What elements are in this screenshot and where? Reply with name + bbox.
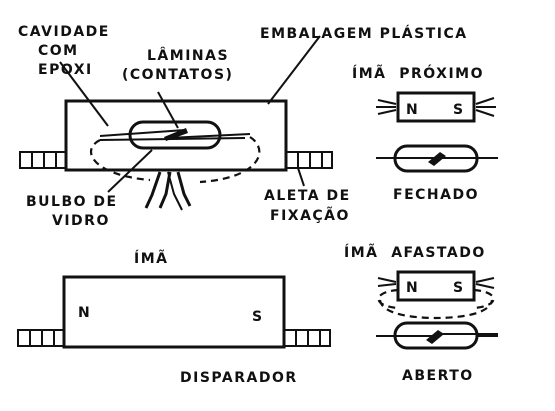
magnet-far: N S [377,270,495,320]
trigger-magnet: N S [17,275,331,349]
fixing-tab-left [19,151,67,169]
magnet-far-pole-s: S [453,280,465,296]
magnet-near: N S [376,91,496,123]
label-vidro: VIDRO [52,213,110,229]
leader-cavidade [59,61,109,127]
reed-closed [376,144,498,173]
trigger-pole-s: S [252,309,264,325]
magnet-near-body [396,91,476,123]
plastic-body [64,99,288,172]
label-embalagem: EMBALAGEM PLÁSTICA [260,25,468,42]
reed-contact [164,128,188,141]
leader-aleta [297,167,305,187]
lead-dashed-left [89,139,151,182]
reed-blade-right [167,133,251,139]
magnet-near-pole-s: S [453,102,465,118]
label-bulbo: BULBO DE [26,194,118,210]
leader-bulbo [107,149,153,193]
reed-blade-left [99,129,186,137]
label-ima-afastado: ÍMÃ AFASTADO [344,244,486,261]
trigger-pole-n: N [78,305,91,321]
wire-leads [144,171,192,211]
label-aleta: ALETA DE [264,188,351,204]
trigger-tab-right [283,329,331,347]
trigger-magnet-body [62,275,286,349]
leader-laminas [157,91,179,129]
label-laminas: LÂMINAS [147,47,229,64]
fixing-tab-right [285,151,333,169]
label-fechado: FECHADO [393,187,479,203]
lead-dashed-right [199,136,261,184]
label-com: COM [38,43,79,59]
magnet-far-pole-n: N [406,280,419,296]
label-disparador: DISPARADOR [180,370,298,386]
label-epoxi: EPOXI [38,62,93,78]
field-lines-near [376,97,496,117]
label-fixacao: FIXAÇÃO [270,207,350,224]
label-cavidade: CAVIDADE [18,24,110,40]
label-contatos: (CONTATOS) [122,67,233,83]
field-lines-far [377,277,495,289]
reed-open [376,321,498,350]
label-aberto: ABERTO [402,368,474,384]
label-ima: ÍMÃ [134,250,168,267]
label-ima-proximo: ÍMÃ PRÓXIMO [352,64,484,82]
reed-package [19,99,333,211]
magnet-far-body [396,270,476,302]
magnet-near-pole-n: N [406,102,419,118]
trigger-tab-left [17,329,65,347]
leader-embalagem [267,35,321,105]
